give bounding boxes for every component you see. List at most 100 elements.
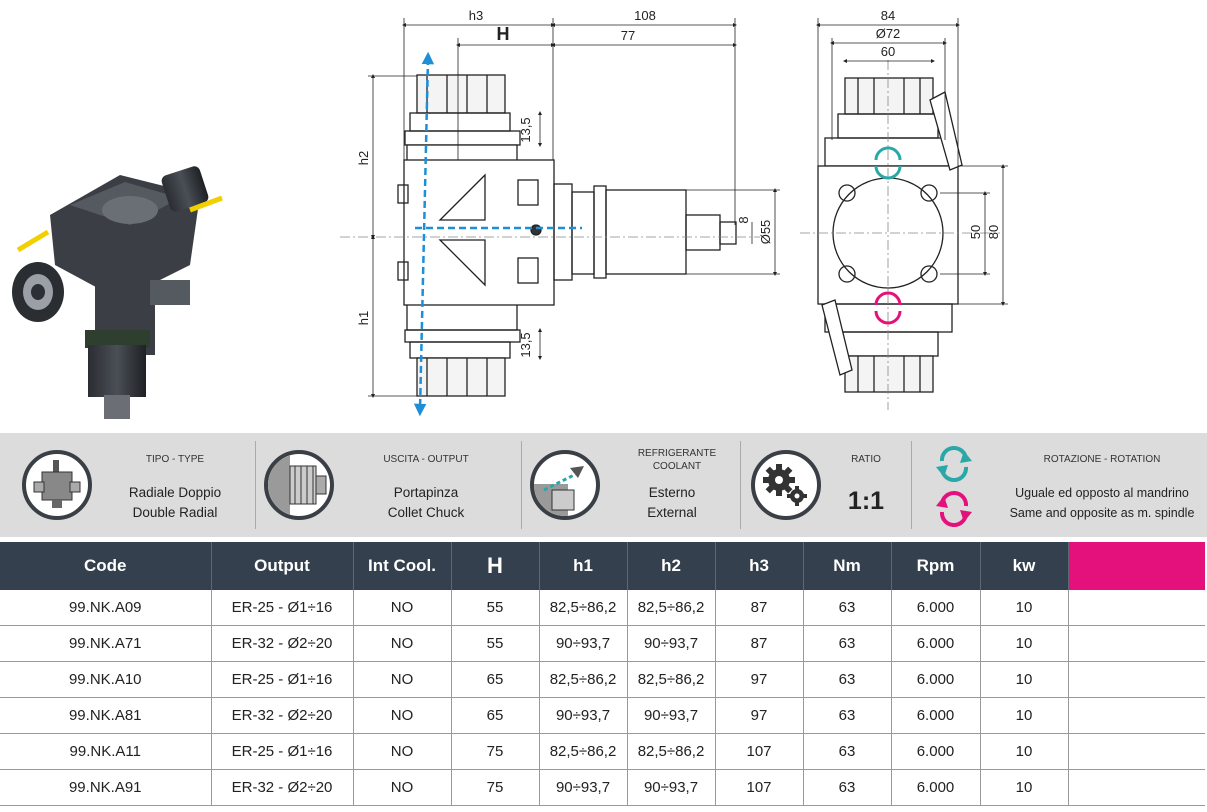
spec-type-label: TIPO - TYPE xyxy=(145,454,205,465)
table-row: 99.NK.A81 ER-32 - Ø2÷20 NO 65 90÷93,7 90… xyxy=(0,697,1205,734)
cell-nm: 63 xyxy=(803,733,892,770)
cell-nm: 63 xyxy=(803,769,892,806)
table-row: 99.NK.A10 ER-25 - Ø1÷16 NO 65 82,5÷86,2 … xyxy=(0,661,1205,698)
cell-nm: 63 xyxy=(803,697,892,734)
cell-h2: 82,5÷86,2 xyxy=(627,661,716,698)
spec-coolant: REFRIGERANTE COOLANT Esterno External xyxy=(522,433,740,537)
cell-nm: 63 xyxy=(803,625,892,662)
rotation-cw-icon xyxy=(874,146,902,180)
cell-output: ER-32 - Ø2÷20 xyxy=(211,769,354,806)
dim-h2: h2 xyxy=(356,151,371,165)
col-header-h2: h2 xyxy=(627,542,716,590)
spec-output: USCITA - OUTPUT Portapinza Collet Chuck xyxy=(256,433,521,537)
cell-rpm: 6.000 xyxy=(891,590,981,626)
external-coolant-icon xyxy=(530,450,600,520)
cell-h3: 107 xyxy=(715,733,804,770)
cell-empty xyxy=(1068,769,1205,806)
dim-d55: Ø55 xyxy=(758,220,773,245)
cell-kw: 10 xyxy=(980,769,1069,806)
side-view-drawing xyxy=(397,74,737,397)
cell-code: 99.NK.A11 xyxy=(0,733,212,770)
cell-empty xyxy=(1068,697,1205,734)
spec-bar: TIPO - TYPE Radiale Doppio Double Radial… xyxy=(0,433,1207,537)
cell-output: ER-25 - Ø1÷16 xyxy=(211,661,354,698)
col-header-rpm: Rpm xyxy=(891,542,981,590)
dim-50: 50 xyxy=(968,225,983,239)
col-header-h3: h3 xyxy=(715,542,804,590)
cell-int-cool: NO xyxy=(353,661,452,698)
spec-type-value-en: Double Radial xyxy=(132,505,218,520)
cell-h2: 90÷93,7 xyxy=(627,769,716,806)
spec-rotation-label: ROTAZIONE - ROTATION xyxy=(1043,454,1161,465)
cell-code: 99.NK.A10 xyxy=(0,661,212,698)
cell-rpm: 6.000 xyxy=(891,697,981,734)
col-header-output: Output xyxy=(211,542,354,590)
cell-h3: 97 xyxy=(715,697,804,734)
dim-13-5-top: 13,5 xyxy=(518,117,533,142)
spec-ratio: RATIO 1:1 xyxy=(741,433,911,537)
table-row: 99.NK.A71 ER-32 - Ø2÷20 NO 55 90÷93,7 90… xyxy=(0,625,1205,662)
spec-coolant-label-it: REFRIGERANTE xyxy=(637,448,717,459)
cell-h1: 82,5÷86,2 xyxy=(539,661,628,698)
spec-coolant-value-en: External xyxy=(647,505,697,520)
cell-h3: 87 xyxy=(715,590,804,626)
cell-h2: 82,5÷86,2 xyxy=(627,590,716,626)
cell-empty xyxy=(1068,590,1205,626)
cell-h3: 107 xyxy=(715,769,804,806)
spec-output-value-en: Collet Chuck xyxy=(387,505,465,520)
spec-output-value-it: Portapinza xyxy=(393,485,459,500)
cell-int-cool: NO xyxy=(353,733,452,770)
cell-h2: 90÷93,7 xyxy=(627,625,716,662)
gears-icon xyxy=(751,450,821,520)
cell-code: 99.NK.A81 xyxy=(0,697,212,734)
technical-drawings: h3 108 H 77 13,5 13,5 h2 h1 8 Ø55 84 Ø72… xyxy=(12,8,1008,419)
product-table: Code Output Int Cool. H h1 h2 h3 Nm Rpm … xyxy=(0,542,1205,806)
col-header-accent xyxy=(1068,542,1205,590)
cell-H: 75 xyxy=(451,769,540,806)
dim-d72: Ø72 xyxy=(876,26,901,41)
spec-type: TIPO - TYPE Radiale Doppio Double Radial xyxy=(0,433,255,537)
spec-rotation-value-it: Uguale ed opposto al mandrino xyxy=(1015,486,1189,500)
table-row: 99.NK.A09 ER-25 - Ø1÷16 NO 55 82,5÷86,2 … xyxy=(0,590,1205,626)
dim-H: H xyxy=(497,24,510,44)
collet-chuck-icon xyxy=(264,450,334,520)
cell-H: 55 xyxy=(451,590,540,626)
cell-h1: 82,5÷86,2 xyxy=(539,733,628,770)
cell-output: ER-32 - Ø2÷20 xyxy=(211,697,354,734)
table-header-row: Code Output Int Cool. H h1 h2 h3 Nm Rpm … xyxy=(0,542,1205,590)
cell-H: 55 xyxy=(451,625,540,662)
cell-H: 75 xyxy=(451,733,540,770)
spec-coolant-label-en: COOLANT xyxy=(652,461,702,472)
cell-empty xyxy=(1068,733,1205,770)
dim-8: 8 xyxy=(736,216,751,223)
dim-h3: h3 xyxy=(469,8,483,23)
spec-rotation-value-en: Same and opposite as m. spindle xyxy=(1009,506,1195,520)
spec-type-value-it: Radiale Doppio xyxy=(128,485,222,500)
cell-kw: 10 xyxy=(980,661,1069,698)
dim-80: 80 xyxy=(986,225,1001,239)
col-header-int-cool: Int Cool. xyxy=(353,542,452,590)
cell-kw: 10 xyxy=(980,625,1069,662)
front-view-drawing xyxy=(817,77,963,393)
cell-h3: 87 xyxy=(715,625,804,662)
rotation-opposite-icon xyxy=(936,491,972,527)
dim-h1: h1 xyxy=(356,311,371,325)
spec-ratio-label: RATIO xyxy=(851,454,881,465)
cell-rpm: 6.000 xyxy=(891,769,981,806)
spec-output-label: USCITA - OUTPUT xyxy=(383,454,469,465)
cell-h2: 90÷93,7 xyxy=(627,697,716,734)
radial-type-icon xyxy=(22,450,92,520)
spec-coolant-value-it: Esterno xyxy=(648,485,696,500)
cell-rpm: 6.000 xyxy=(891,661,981,698)
cell-kw: 10 xyxy=(980,733,1069,770)
col-header-H: H xyxy=(451,542,540,590)
col-header-kw: kw xyxy=(980,542,1069,590)
table-row: 99.NK.A11 ER-25 - Ø1÷16 NO 75 82,5÷86,2 … xyxy=(0,733,1205,770)
cell-h2: 82,5÷86,2 xyxy=(627,733,716,770)
cell-H: 65 xyxy=(451,661,540,698)
dim-60: 60 xyxy=(881,44,895,59)
cell-h1: 90÷93,7 xyxy=(539,697,628,734)
cell-kw: 10 xyxy=(980,590,1069,626)
cell-h1: 90÷93,7 xyxy=(539,625,628,662)
cell-nm: 63 xyxy=(803,661,892,698)
